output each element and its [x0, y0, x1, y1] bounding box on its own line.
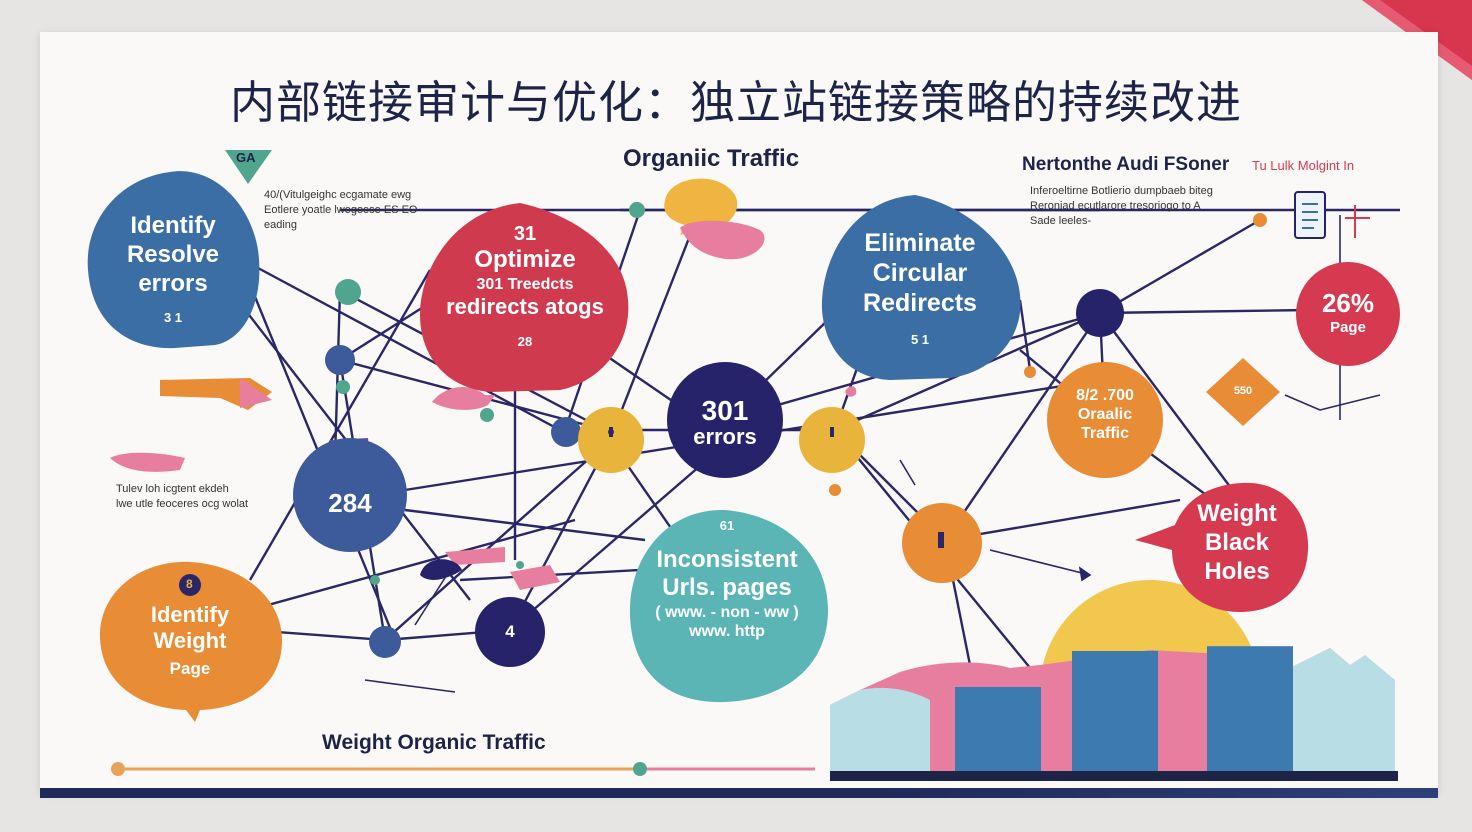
node-line: Optimize: [474, 246, 576, 273]
node-line: redirects atogs: [446, 293, 604, 319]
note-left: Tulev loh icgtent ekdeh lwe utle feocere…: [116, 482, 248, 512]
audit-note: Inferoeltirne Botlierio dumpbaeb biteg R…: [1030, 184, 1213, 229]
node-sub: 3 1: [163, 310, 183, 326]
note-top-left: 40/(Vitulgeighc ecgamate ewg Eotlere yoa…: [264, 188, 417, 233]
node-line: errors: [693, 424, 757, 450]
node-line: 301: [701, 395, 749, 426]
node-line: Page: [1330, 319, 1366, 337]
node-num: 31: [513, 223, 537, 245]
node-sub: 28: [517, 334, 533, 350]
node-center: [667, 362, 783, 478]
node-line: Traffic: [1080, 425, 1129, 443]
node-num: 61: [719, 518, 735, 533]
blue-284-text: 284: [328, 488, 372, 518]
audit-subheader: Tu Lulk Molgint In: [1252, 158, 1355, 173]
node-weight-black-holes: [1135, 482, 1309, 612]
node-percent-page: [1296, 262, 1400, 366]
chart-bar: [1207, 646, 1293, 771]
node-organic-orange: [1047, 362, 1163, 478]
chart-bars: [955, 646, 1293, 771]
node-eliminate: [821, 195, 1021, 380]
note-line: lwe utle feoceres ocg wolat: [116, 497, 249, 510]
node-line: Weight: [1197, 500, 1277, 527]
bottom-bar: [40, 788, 1438, 798]
node-sub: 5 1: [910, 332, 930, 347]
node-line: errors: [138, 269, 208, 297]
note-line: Tulev loh icgtent ekdeh: [116, 483, 229, 495]
diamond-550-text: 550: [1233, 385, 1253, 397]
yellow-nodes: [578, 407, 865, 473]
identify-resolve-text: Identify Resolve errors 3 1: [98, 212, 248, 326]
chart-baseline: [830, 771, 1398, 781]
ga-badge: GA: [236, 150, 256, 165]
audit-note-line: Sade leeles-: [1030, 214, 1092, 227]
weight-badge-text: 8: [186, 577, 193, 591]
footer-label: Weight Organic Traffic: [322, 731, 546, 754]
node-line: Holes: [1204, 557, 1270, 585]
inconsistent-text: 61 Inconsistent Urls. pages ( www. - non…: [632, 518, 822, 642]
center-text: 301 errors: [667, 395, 783, 450]
node-line: Eliminate: [864, 229, 976, 257]
node-line: Redirects: [863, 289, 977, 317]
node-line: Oraalic: [1077, 406, 1133, 424]
chart-area: [830, 580, 1398, 781]
node-identify-resolve: [87, 171, 260, 349]
node-dark-4: [475, 597, 545, 667]
weight-black-holes-text: Weight Black Holes: [1172, 500, 1302, 586]
node-line: www. http: [689, 623, 765, 641]
optimize-text: 31 Optimize 301 Treedcts redirects atogs…: [425, 222, 625, 350]
node-line: Circular: [872, 259, 968, 287]
audit-note-line: Reroniad ecutlarore tresoriogo to A: [1030, 199, 1201, 212]
note-line: eading: [264, 218, 298, 231]
node-line: 26%: [1321, 288, 1375, 318]
node-line: Inconsistent: [656, 545, 798, 573]
dark-4-text: 4: [505, 622, 515, 641]
weight-badge: [179, 574, 201, 596]
node-line: 301 Treedcts: [476, 275, 574, 293]
node-line: Weight: [153, 628, 227, 654]
node-line: Identify: [150, 602, 230, 627]
footer-timeline: [111, 762, 815, 776]
node-line: Resolve: [126, 240, 220, 268]
node-identify-weight: [100, 561, 282, 722]
node-line: Black: [1204, 528, 1270, 556]
node-line: 8/2 .700: [1076, 387, 1134, 404]
node-optimize: [420, 203, 629, 392]
note-line: 40/(Vitulgeighc ecgamate ewg: [264, 189, 412, 201]
clipboard-icon: [1294, 191, 1326, 239]
node-blue-284: [293, 438, 407, 552]
chart-area-light-right: [1290, 648, 1395, 775]
node-line: Page: [169, 658, 211, 678]
identify-weight-text: Identify Weight Page: [110, 602, 270, 679]
chart-area-light: [830, 687, 930, 775]
small-nodes: [325, 202, 1267, 658]
node-inconsistent: [629, 509, 828, 703]
node-line: Identify: [130, 212, 216, 239]
decor-shapes: [110, 150, 857, 590]
organic-traffic-label: Organiic Traffic: [623, 145, 800, 172]
percent-page-text: 26% Page: [1298, 288, 1398, 337]
eliminate-text: Eliminate Circular Redirects 5 1: [830, 228, 1010, 348]
flag-icon: [1345, 205, 1370, 238]
page-title: 内部链接审计与优化：独立站链接策略的持续改进: [229, 76, 1242, 129]
node-line: Urls. pages: [662, 574, 792, 602]
note-line: Eotlere yoatle lwegoese ES EO: [264, 203, 418, 216]
audit-header: Nertonthe Audi FSoner: [1022, 154, 1230, 175]
chart-bar: [955, 687, 1041, 771]
node-diamond-550: [1206, 358, 1280, 426]
node-line: ( www. - non - ww ): [655, 604, 799, 622]
organic-orange-text: 8/2 .700 Oraalic Traffic: [1050, 386, 1160, 444]
chart-bar: [1072, 651, 1158, 771]
audit-note-line: Inferoeltirne Botlierio dumpbaeb biteg: [1030, 185, 1213, 197]
